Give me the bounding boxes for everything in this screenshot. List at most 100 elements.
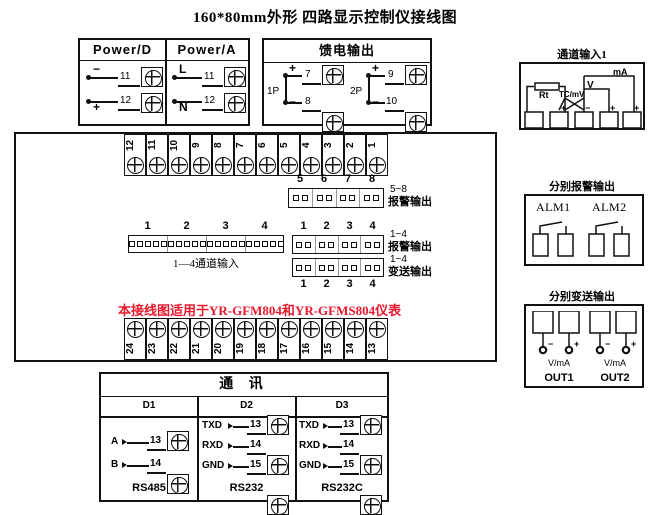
- terminal-bottom[interactable]: 23: [146, 318, 168, 360]
- comm-header-rule: [101, 416, 387, 418]
- terminal-underline: [385, 83, 404, 85]
- svg-text:V: V: [587, 80, 594, 91]
- screw-terminal: [323, 155, 342, 174]
- terminal-underline: [118, 109, 140, 111]
- wire-dot: [172, 75, 177, 80]
- terminal-bottom[interactable]: 18: [256, 318, 278, 360]
- terminal-underline: [340, 433, 359, 435]
- screw-terminal: [191, 319, 210, 338]
- power-ac-polarity-1: L: [179, 62, 187, 76]
- connector-group[interactable]: [361, 236, 383, 253]
- connector-group[interactable]: [246, 236, 284, 252]
- connector-group[interactable]: [129, 236, 168, 252]
- screw-terminal: [367, 155, 386, 174]
- connector-pin: [231, 241, 237, 247]
- feed-terminal-10: 10: [386, 96, 398, 107]
- alarm-module: ALM1 ALM2: [524, 194, 644, 266]
- connector-group[interactable]: [316, 259, 339, 276]
- terminal-top[interactable]: 8: [212, 134, 234, 176]
- connector-group[interactable]: [360, 189, 383, 207]
- connector-group[interactable]: [337, 189, 361, 207]
- terminal-top[interactable]: 5: [278, 134, 300, 176]
- feed-polarity-10: −: [372, 95, 380, 109]
- screw-terminal: [141, 67, 163, 87]
- connector-pin: [129, 241, 135, 247]
- connector-group[interactable]: [293, 259, 316, 276]
- connector-group[interactable]: [289, 189, 313, 207]
- terminal-top[interactable]: 11: [146, 134, 168, 176]
- feed-output-group-1p-label: 1P: [267, 86, 280, 97]
- transmit-1-4-number: 2: [323, 278, 330, 290]
- terminal-underline: [202, 85, 223, 87]
- terminal-top[interactable]: 2: [344, 134, 366, 176]
- connector-group[interactable]: [168, 236, 207, 252]
- power-ac-row-1: L 11: [166, 62, 248, 92]
- power-divider: [165, 40, 167, 124]
- connector-pin: [319, 264, 326, 271]
- terminal-underline: [118, 85, 140, 87]
- connector-pin: [176, 241, 182, 247]
- terminal-number: 11: [147, 139, 158, 151]
- terminal-bottom[interactable]: 22: [168, 318, 190, 360]
- terminal-bottom[interactable]: 20: [212, 318, 234, 360]
- terminal-number: 17: [279, 342, 290, 354]
- screw-terminal: [257, 319, 276, 338]
- screw-terminal: [279, 319, 298, 338]
- transmit-pads-schematic: − + − +: [532, 311, 637, 355]
- terminal-underline: [147, 449, 166, 451]
- feed-output-group-2p-label: 2P: [350, 86, 363, 97]
- connector-group[interactable]: [361, 259, 383, 276]
- comm-d1-terminal-b: 14: [150, 458, 162, 469]
- connector-pin: [305, 241, 312, 248]
- terminal-top[interactable]: 7: [234, 134, 256, 176]
- transmit-out2-unit: V/mA: [603, 358, 626, 368]
- terminal-top[interactable]: 4: [300, 134, 322, 176]
- connector-pin: [246, 241, 252, 247]
- alarm-5-8-connector[interactable]: [288, 188, 384, 208]
- connector-group[interactable]: [339, 259, 362, 276]
- screw-terminal: [345, 155, 364, 174]
- main-top-terminal-strip: 12 11 10 9 8 7 6 5 4 3 2 1: [124, 134, 388, 176]
- connector-group[interactable]: [313, 189, 337, 207]
- terminal-number: 6: [257, 142, 268, 148]
- terminal-top[interactable]: 1: [366, 134, 388, 176]
- channel-input-number: 2: [183, 220, 190, 232]
- terminal-number: 20: [213, 342, 224, 354]
- connector-pin: [373, 195, 380, 201]
- terminal-bottom[interactable]: 24: [124, 318, 146, 360]
- comm-d3-signal-rxd: RXD: [299, 440, 321, 451]
- terminal-number: 3: [323, 142, 334, 148]
- transmit-1-4-connector[interactable]: [292, 258, 384, 277]
- alarm-1-4-connector[interactable]: [292, 235, 384, 254]
- connector-group[interactable]: [316, 236, 339, 253]
- terminal-bottom[interactable]: 14: [344, 318, 366, 360]
- power-dc-row-1: − 11: [80, 62, 165, 92]
- terminal-bottom[interactable]: 16: [300, 318, 322, 360]
- wire-lead: [286, 102, 302, 104]
- connector-group[interactable]: [207, 236, 246, 252]
- connector-group[interactable]: [293, 236, 316, 253]
- terminal-number: 10: [169, 139, 180, 151]
- connector-pin: [270, 241, 276, 247]
- connector-pin: [350, 241, 357, 248]
- terminal-bottom[interactable]: 19: [234, 318, 256, 360]
- terminal-top[interactable]: 9: [190, 134, 212, 176]
- screw-terminal: [405, 112, 427, 132]
- terminal-top[interactable]: 12: [124, 134, 146, 176]
- connector-pin: [137, 241, 143, 247]
- transmit-module-title: 分别变送输出: [549, 291, 615, 303]
- connector-pin: [364, 241, 371, 248]
- alarm-1-4-number: 4: [369, 220, 376, 232]
- connector-group[interactable]: [339, 236, 362, 253]
- terminal-bottom[interactable]: 13: [366, 318, 388, 360]
- wire-lead: [328, 426, 342, 428]
- terminal-bottom[interactable]: 21: [190, 318, 212, 360]
- terminal-bottom[interactable]: 15: [322, 318, 344, 360]
- terminal-top[interactable]: 3: [322, 134, 344, 176]
- terminal-bottom[interactable]: 17: [278, 318, 300, 360]
- svg-text:+: +: [631, 339, 636, 349]
- terminal-top[interactable]: 10: [168, 134, 190, 176]
- terminal-top[interactable]: 6: [256, 134, 278, 176]
- power-ac-title: Power/A: [166, 40, 248, 61]
- channel-input-connector[interactable]: [128, 235, 284, 253]
